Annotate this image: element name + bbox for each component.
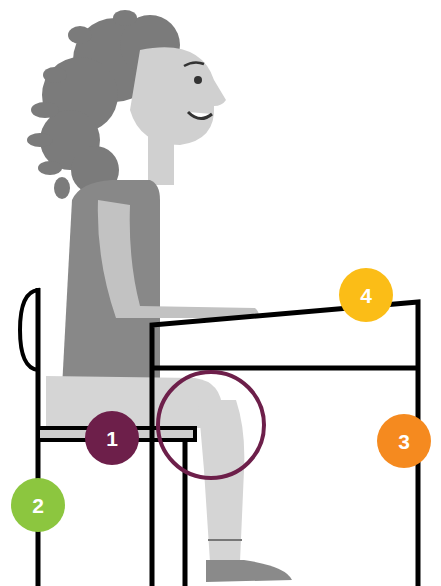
callout-badge: 2	[11, 478, 65, 532]
head	[130, 47, 226, 145]
desk-rail	[152, 366, 418, 371]
callout-badge: 3	[377, 414, 431, 468]
eyebrow	[184, 62, 204, 66]
smile	[188, 112, 212, 119]
chair-front-leg	[183, 440, 188, 586]
sock-line	[208, 539, 242, 541]
eye	[194, 76, 202, 84]
shoe	[206, 560, 292, 582]
knee-highlight-circle	[158, 372, 264, 478]
callout-number: 1	[106, 428, 118, 449]
callout-badge: 4	[339, 268, 393, 322]
shin	[198, 400, 244, 562]
chair-backrest	[20, 290, 38, 370]
callout-badge: 1	[85, 411, 139, 465]
callout-number: 4	[360, 285, 372, 306]
callout-number: 2	[32, 495, 44, 516]
thigh	[46, 376, 222, 428]
callout-number: 3	[398, 431, 410, 452]
arm	[98, 200, 259, 318]
